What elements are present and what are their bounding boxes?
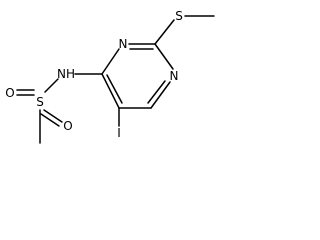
bond-nh-s: [44, 78, 59, 93]
bond-c5-c4-double: [106, 74, 123, 104]
atom-n-ring-right-label: N: [170, 69, 179, 83]
bond-s-o-bottom-double: [40, 113, 60, 127]
atom-o-top-label: O: [5, 86, 14, 100]
bond-s-o-bottom: [43, 109, 63, 123]
atom-s-sulfonyl-label: S: [36, 95, 44, 109]
atom-s-thioether-label: S: [175, 9, 183, 23]
bond-c2-s-thioether: [154, 19, 175, 45]
bond-n1-c6-double: [147, 80, 166, 104]
atom-iodine-label: I: [117, 126, 121, 140]
bond-c2-n1: [154, 43, 174, 70]
atom-n-ring-top-label: N: [119, 37, 128, 51]
bond-c5-c4: [101, 73, 120, 109]
bond-c4-n3: [101, 48, 120, 75]
atom-nh-label: NH: [57, 67, 75, 81]
atom-o-bottom-label: O: [63, 119, 72, 133]
bond-n1-c6: [150, 81, 171, 109]
chemical-structure-diagram: NH N N S S O O I: [5, 9, 215, 144]
